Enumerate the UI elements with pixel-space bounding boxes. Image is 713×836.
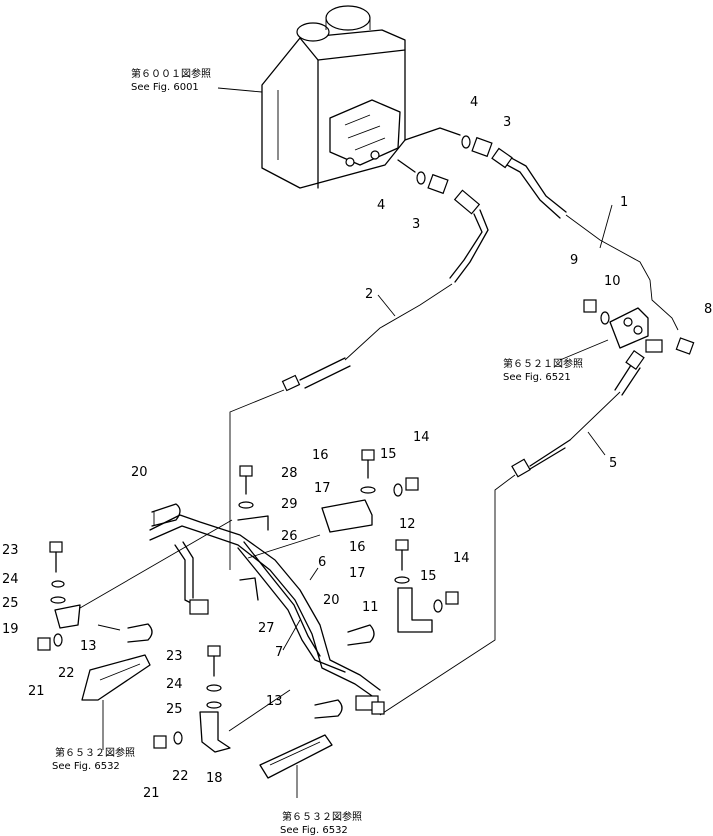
callout-28: 28 <box>281 466 298 481</box>
callout-10: 10 <box>604 274 621 289</box>
callout-15: 15 <box>420 569 437 584</box>
callout-16: 16 <box>312 448 329 463</box>
ref-6532b-jp: 第６５３２図参照 <box>282 810 362 823</box>
callout-22: 22 <box>172 769 189 784</box>
callout-22: 22 <box>58 666 75 681</box>
callout-27: 27 <box>258 621 275 636</box>
callout-4: 4 <box>377 198 385 213</box>
fitting-group-upper <box>397 127 493 195</box>
callout-1: 1 <box>620 195 628 210</box>
callout-14: 14 <box>453 551 470 566</box>
bolts-washers <box>37 449 459 753</box>
hydraulic-tank <box>261 5 406 189</box>
callout-24: 24 <box>166 677 183 692</box>
callout-14: 14 <box>413 430 430 445</box>
callout-12: 12 <box>399 517 416 532</box>
callout-18: 18 <box>206 771 223 786</box>
callout-21: 21 <box>143 786 160 801</box>
callout-labels: 1 2 3 3 4 4 5 6 7 8 9 10 11 12 13 13 14 … <box>2 95 712 801</box>
hose-5 <box>379 349 645 716</box>
callout-13: 13 <box>266 694 283 709</box>
ref-6521-en: See Fig. 6521 <box>503 372 571 383</box>
callout-20: 20 <box>323 593 340 608</box>
callout-17: 17 <box>314 481 331 496</box>
callout-2: 2 <box>365 287 373 302</box>
clamps <box>127 503 375 719</box>
hose-1 <box>491 147 679 331</box>
callout-5: 5 <box>609 456 617 471</box>
callout-23: 23 <box>166 649 183 664</box>
ref-6532a-en: See Fig. 6532 <box>52 761 120 772</box>
callout-3: 3 <box>503 115 511 130</box>
callout-8: 8 <box>704 302 712 317</box>
callout-20: 20 <box>131 465 148 480</box>
ref-6532a-jp: 第６５３２図参照 <box>55 746 135 759</box>
frame-rails <box>81 654 333 779</box>
callout-3: 3 <box>412 217 420 232</box>
callout-29: 29 <box>281 497 298 512</box>
bracket-6521 <box>583 299 695 355</box>
callout-7: 7 <box>275 645 283 660</box>
callout-23: 23 <box>2 543 19 558</box>
hose-2 <box>229 189 489 570</box>
pipes-6-7 <box>149 514 385 715</box>
leader-lines <box>79 87 613 798</box>
callout-17: 17 <box>349 566 366 581</box>
callout-26: 26 <box>281 529 298 544</box>
ref-6521-jp: 第６５２１図参照 <box>503 357 583 370</box>
callout-16: 16 <box>349 540 366 555</box>
callout-25: 25 <box>166 702 183 717</box>
callout-6: 6 <box>318 555 326 570</box>
callout-11: 11 <box>362 600 379 615</box>
ref-6001-jp: 第６００１図参照 <box>131 67 211 80</box>
callout-15: 15 <box>380 447 397 462</box>
callout-19: 19 <box>2 622 19 637</box>
callout-21: 21 <box>28 684 45 699</box>
callout-9: 9 <box>570 253 578 268</box>
callout-25: 25 <box>2 596 19 611</box>
callout-13: 13 <box>80 639 97 654</box>
ref-6001-en: See Fig. 6001 <box>131 82 199 93</box>
figure-references: 第６００１図参照 See Fig. 6001 第６５２１図参照 See Fig.… <box>52 67 583 836</box>
callout-24: 24 <box>2 572 19 587</box>
ref-6532b-en: See Fig. 6532 <box>280 825 348 836</box>
callout-4: 4 <box>470 95 478 110</box>
